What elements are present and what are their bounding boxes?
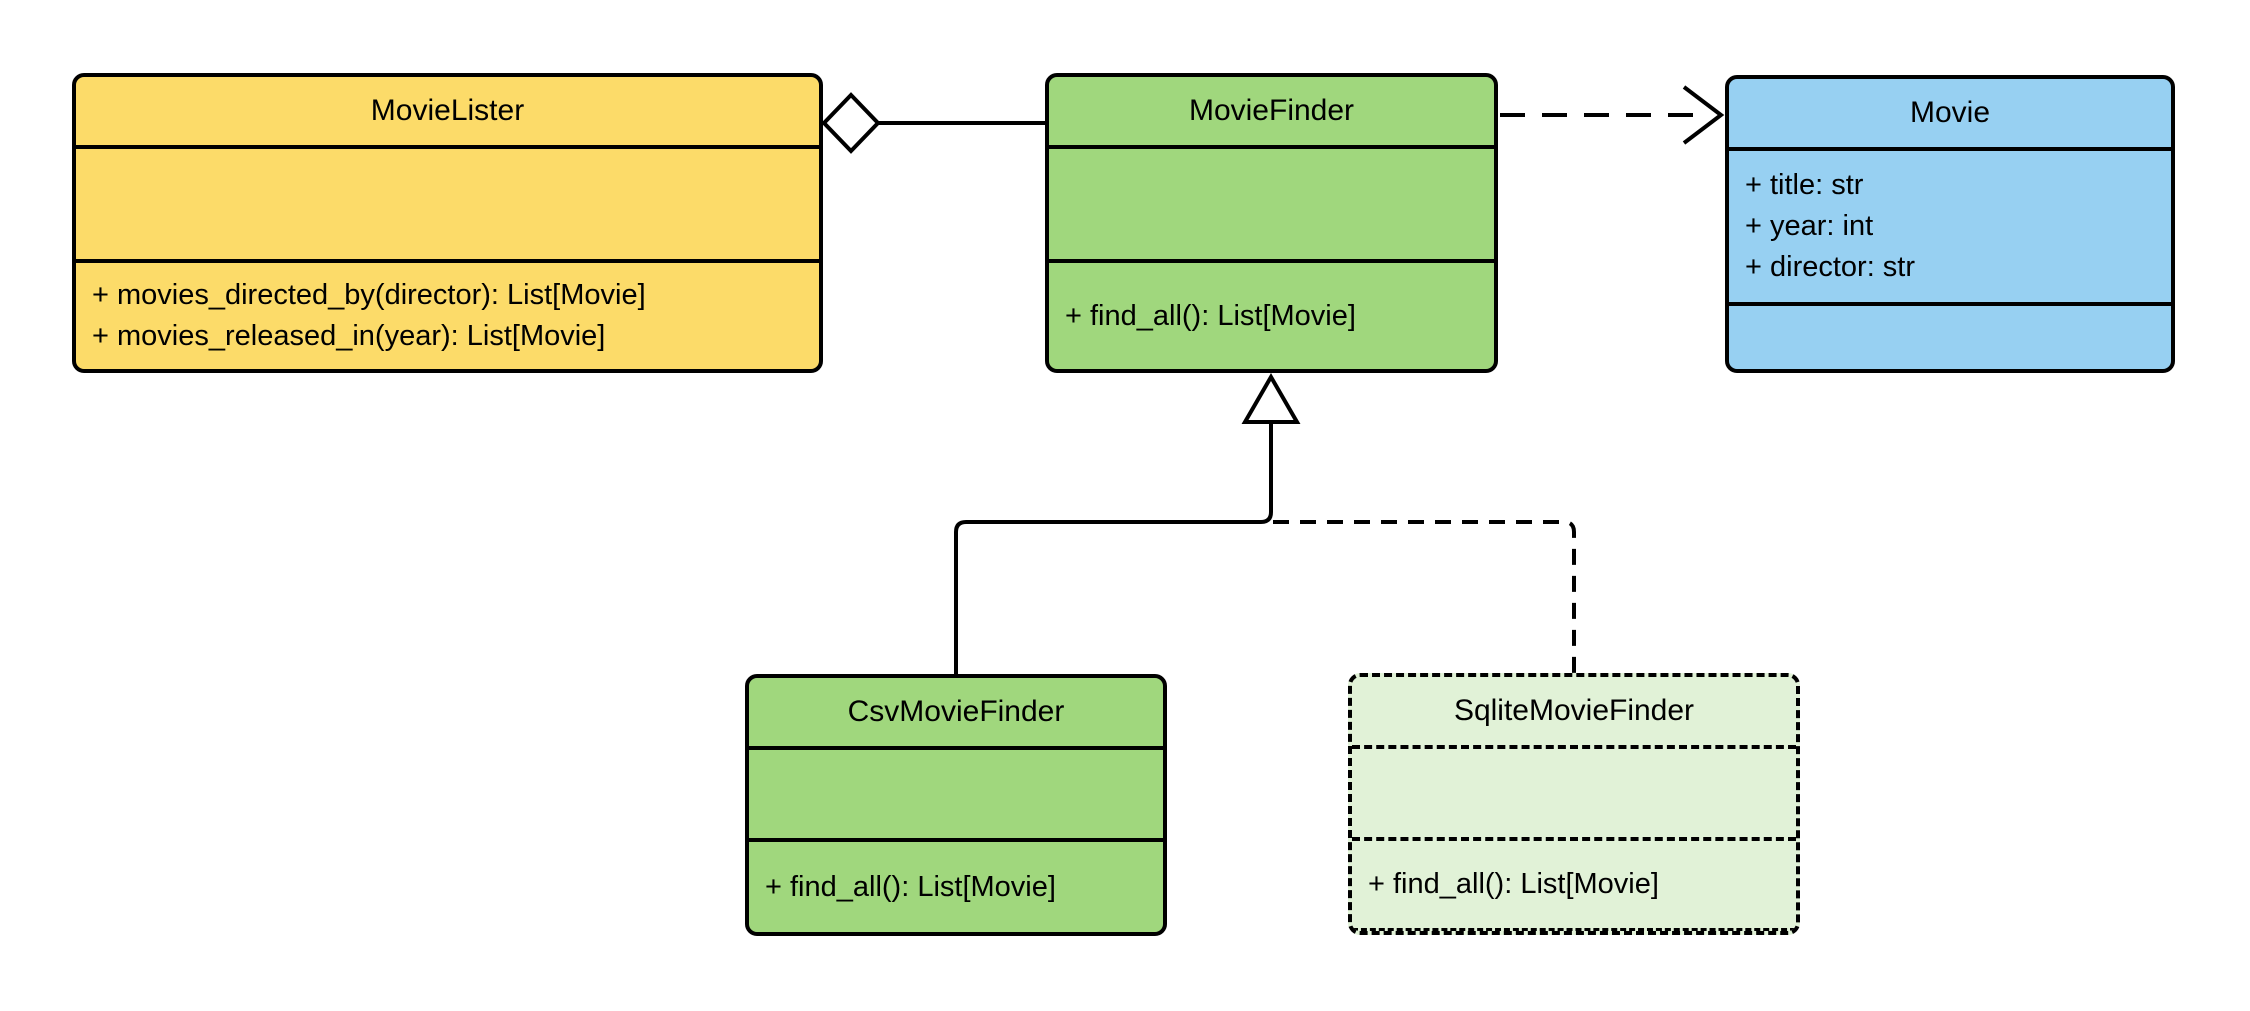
method-label: + movies_released_in(year): List[Movie] bbox=[92, 320, 606, 352]
dependency-connector-moviefinder-movie[interactable] bbox=[1500, 85, 1725, 145]
class-box-moviefinder[interactable]: MovieFinder + find_all(): List[Movie] bbox=[1045, 73, 1498, 373]
method-label: + find_all(): List[Movie] bbox=[1065, 299, 1356, 332]
class-title-compartment: MovieLister bbox=[76, 77, 819, 149]
class-box-movielister[interactable]: MovieLister + movies_directed_by(directo… bbox=[72, 73, 823, 373]
class-methods-compartment: + find_all(): List[Movie] bbox=[749, 842, 1163, 932]
class-name-label: Movie bbox=[1909, 96, 1991, 129]
method-label: + find_all(): List[Movie] bbox=[765, 870, 1056, 903]
hollow-diamond-marker bbox=[821, 92, 881, 154]
open-arrow-marker bbox=[1682, 85, 1725, 145]
class-box-sqlitemoviefinder[interactable]: SqliteMovieFinder + find_all(): List[Mov… bbox=[1348, 673, 1800, 935]
class-name-label: SqliteMovieFinder bbox=[1453, 694, 1695, 727]
class-methods-compartment: + find_all(): List[Movie] bbox=[1049, 263, 1494, 369]
class-attributes-compartment bbox=[1352, 749, 1796, 841]
class-name-label: CsvMovieFinder bbox=[847, 695, 1065, 728]
class-box-csvmoviefinder[interactable]: CsvMovieFinder + find_all(): List[Movie] bbox=[745, 674, 1167, 936]
hollow-triangle-marker bbox=[1241, 373, 1301, 424]
method-label: + movies_directed_by(director): List[Mov… bbox=[92, 279, 646, 311]
class-attributes-compartment bbox=[76, 149, 819, 263]
class-title-compartment: Movie bbox=[1729, 79, 2171, 151]
attribute-label: + director: str bbox=[1745, 251, 1916, 283]
class-methods-compartment: + movies_directed_by(director): List[Mov… bbox=[76, 263, 819, 369]
aggregation-connector-movielister-moviefinder[interactable] bbox=[821, 92, 1045, 154]
attribute-label: + title: str bbox=[1745, 169, 1864, 201]
class-name-label: MovieLister bbox=[370, 94, 525, 127]
class-box-movie[interactable]: Movie + title: str + year: int + directo… bbox=[1725, 75, 2175, 373]
class-attributes-compartment bbox=[749, 750, 1163, 842]
class-title-compartment: CsvMovieFinder bbox=[749, 678, 1163, 750]
class-title-compartment: SqliteMovieFinder bbox=[1352, 677, 1796, 749]
class-attributes-compartment bbox=[1049, 149, 1494, 263]
attribute-label: + year: int bbox=[1745, 210, 1874, 242]
generalization-connector-csvmoviefinder-moviefinder[interactable] bbox=[954, 373, 1301, 674]
class-title-compartment: MovieFinder bbox=[1049, 77, 1494, 149]
class-attributes-compartment: + title: str + year: int + director: str bbox=[1729, 151, 2171, 306]
class-methods-compartment: + find_all(): List[Movie] bbox=[1352, 841, 1796, 931]
generalization-dashed-connector-sqlitemoviefinder-moviefinder[interactable] bbox=[1273, 520, 1576, 673]
class-name-label: MovieFinder bbox=[1188, 94, 1355, 127]
method-label: + find_all(): List[Movie] bbox=[1368, 868, 1659, 900]
class-methods-compartment bbox=[1729, 306, 2171, 369]
